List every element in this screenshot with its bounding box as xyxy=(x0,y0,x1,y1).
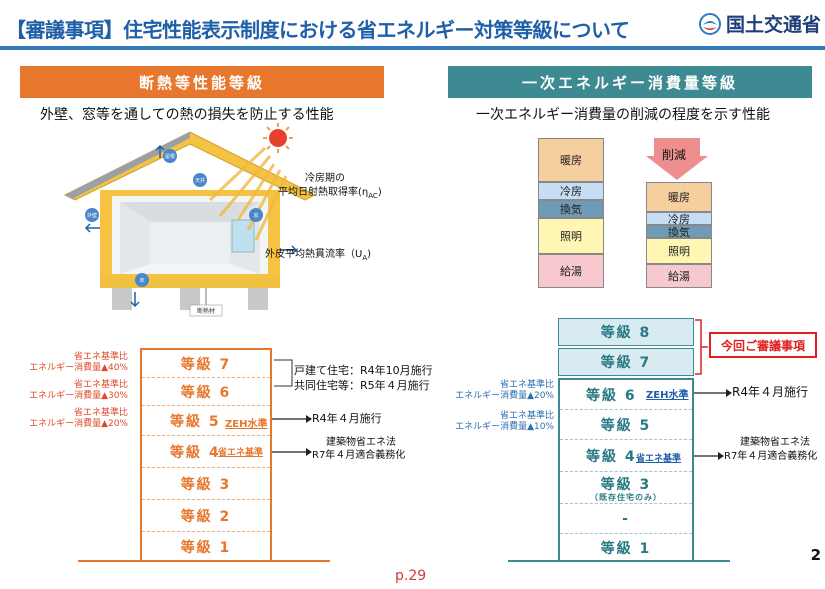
eng-arrow-g6-icon xyxy=(694,389,732,397)
slide-title: 【審議事項】住宅性能表示制度における省エネルギー対策等級について xyxy=(6,18,630,42)
house-insulation-illustration: 屋根 天井 外壁 窓 床 断熱材 xyxy=(63,123,317,317)
ins-grade-1: 等級 1 xyxy=(180,540,232,556)
eng-note-10: 省エネ基準比エネルギー消費量▲10% xyxy=(455,411,554,432)
ins-ann-g5: R4年４月施行 xyxy=(312,412,382,425)
ins-ann-g4-mandatory: R7年４月適合義務化 xyxy=(312,450,406,461)
energy-description: 一次エネルギー消費量の削減の程度を示す性能 xyxy=(476,107,770,123)
insulation-label: 断熱材 xyxy=(197,307,215,315)
eta-label-1: 冷房期の xyxy=(305,173,345,184)
eng-ann-g4-mandatory: R7年４月適合義務化 xyxy=(724,451,818,462)
ins-grade-6: 等級 6 xyxy=(142,378,270,406)
ins-grade-5: 等級 5 xyxy=(142,406,270,436)
eng-arrow-g4-icon xyxy=(694,452,724,460)
energy-grade-ladder: 等級 6 等級 5 等級 4 等級 3 （既存住宅のみ） - 等級 1 xyxy=(558,378,694,560)
stack-after-heating: 暖房 xyxy=(646,182,712,212)
ins-ann-detached: 戸建て住宅：R4年10月施行 xyxy=(294,364,433,377)
ins-note-40: 省エネ基準比エネルギー消費量▲40% xyxy=(29,352,128,373)
page-reference: p.29 xyxy=(395,568,427,584)
org-name: 国土交通省 xyxy=(725,14,821,36)
floor-label: 床 xyxy=(139,277,144,284)
mlit-logo-icon xyxy=(698,12,721,35)
stack-before-ventilation: 換気 xyxy=(538,200,604,218)
eng-grade-2-blank: - xyxy=(560,504,692,534)
window-label: 窓 xyxy=(253,212,258,219)
ins-ann-g4-law: 建築物省エネ法 xyxy=(326,437,396,448)
ins-grade-7: 等級 7 xyxy=(142,350,270,378)
energy-section-header: 一次エネルギー消費量等級 xyxy=(448,66,812,98)
stack-after-ventilation: 換気 xyxy=(646,225,712,239)
stack-after-lighting: 照明 xyxy=(646,238,712,264)
ins-arrow-g4-icon xyxy=(272,448,312,456)
ceiling-label: 天井 xyxy=(195,177,205,184)
org-logo: 国土交通省 xyxy=(698,10,821,37)
eng-grade-7: 等級 7 xyxy=(558,348,694,376)
insulation-grade-ladder: 等級 7 等級 6 等級 5 等級 4 等級 3 等級 2 等級 1 xyxy=(140,348,272,560)
eng-note-20: 省エネ基準比エネルギー消費量▲20% xyxy=(455,380,554,401)
energy-stack-after: 暖房 冷房 換気 照明 給湯 xyxy=(646,182,712,288)
roof-label: 屋根 xyxy=(165,153,175,160)
ins-sho-tag: 省エネ基準 xyxy=(218,448,264,458)
eng-ladder-base xyxy=(508,560,730,562)
insulation-section-header: 断熱等性能等級 xyxy=(20,66,384,98)
energy-stack-before: 暖房 冷房 換気 照明 給湯 xyxy=(538,138,604,288)
ua-label: 外皮平均熱貫流率（UA) xyxy=(265,249,372,262)
eng-grade-3-note: （既存住宅のみ） xyxy=(560,492,692,504)
eng-grade-6: 等級 6 xyxy=(560,380,692,410)
wall-label: 外壁 xyxy=(87,212,97,219)
ins-note-20: 省エネ基準比エネルギー消費量▲20% xyxy=(29,408,128,429)
insulation-description: 外壁、窓等を通しての熱の損失を防止する性能 xyxy=(40,107,334,123)
ins-zeh-tag: ZEH水準 xyxy=(225,419,268,430)
eng-ann-g4-law: 建築物省エネ法 xyxy=(740,437,810,448)
ins-grade-2: 等級 2 xyxy=(142,500,270,532)
review-bracket-icon xyxy=(695,319,708,375)
eng-ann-g6: R4年４月施行 xyxy=(732,385,808,399)
eng-grade-8: 等級 8 xyxy=(558,318,694,346)
eta-label-2: 平均日射熱取得率(ηAC) xyxy=(278,187,382,200)
eng-sho-tag: 省エネ基準 xyxy=(636,454,682,464)
stack-before-lighting: 照明 xyxy=(538,218,604,254)
stack-after-hotwater: 給湯 xyxy=(646,264,712,288)
header-rule xyxy=(0,46,825,50)
eng-grade-4: 等級 4 xyxy=(560,440,692,472)
stack-before-cooling: 冷房 xyxy=(538,182,604,200)
eng-grade-5: 等級 5 xyxy=(560,410,692,440)
ins-note-30: 省エネ基準比エネルギー消費量▲30% xyxy=(29,380,128,401)
ins-ann-apartment: 共同住宅等：R5年４月施行 xyxy=(294,379,430,392)
eng-grade-1: 等級 1 xyxy=(600,541,652,557)
ins-bracket-icon xyxy=(274,359,293,387)
ins-arrow-g5-icon xyxy=(272,415,312,423)
eng-zeh-tag: ZEH水準 xyxy=(646,390,689,401)
ins-ladder-base xyxy=(78,560,330,562)
reduce-label: 削減 xyxy=(662,148,687,162)
stack-before-heating: 暖房 xyxy=(538,138,604,182)
stack-after-cooling: 冷房 xyxy=(646,212,712,226)
page-number: 2 xyxy=(810,546,821,564)
review-callout: 今回ご審議事項 xyxy=(709,332,817,358)
ins-grade-4: 等級 4 xyxy=(142,436,270,468)
ins-grade-3: 等級 3 xyxy=(142,468,270,500)
reduce-arrow-icon xyxy=(646,138,708,180)
eng-grade-3: 等級 3 xyxy=(600,477,652,493)
stack-before-hotwater: 給湯 xyxy=(538,254,604,288)
